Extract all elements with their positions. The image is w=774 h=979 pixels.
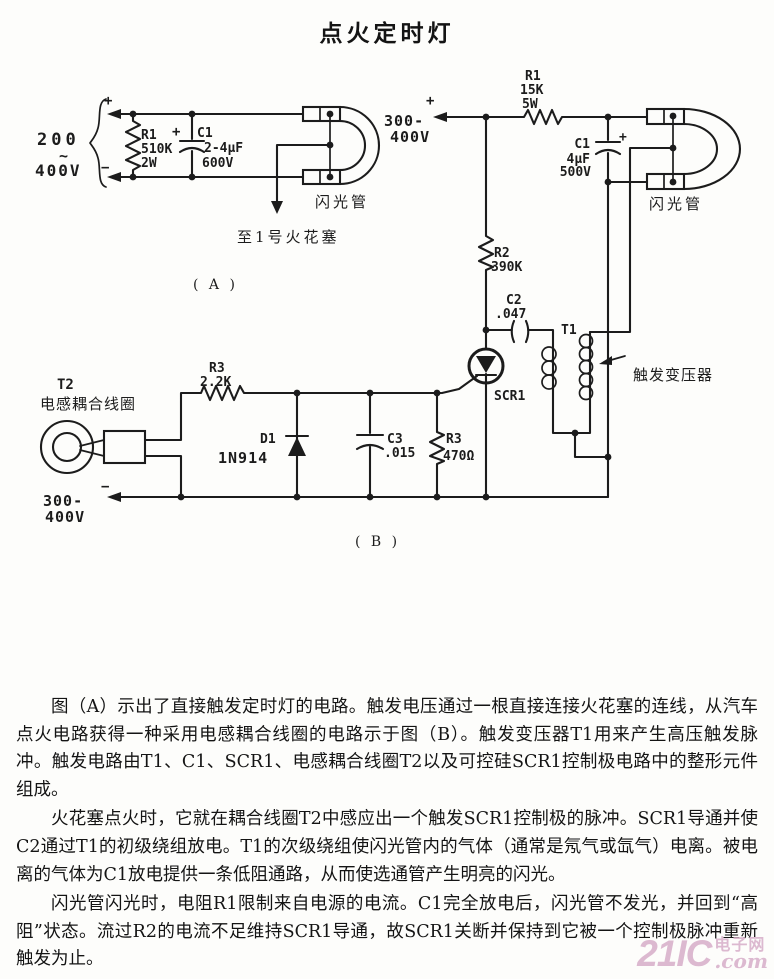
- t2-desc-label: 电感耦合线圈: [40, 395, 136, 413]
- electrode-bottom-a: [301, 168, 342, 186]
- trigger-wire-a: [275, 143, 332, 208]
- r2-value: 390K: [491, 260, 522, 275]
- r2-ref: R2: [494, 246, 510, 261]
- c1a-value: 2-4μF: [204, 141, 243, 156]
- resistor-r1-a: [124, 112, 142, 179]
- capacitor-c1-b: [594, 115, 622, 499]
- top-voltage-2: 400V: [390, 128, 430, 146]
- watermark-right-column: 电子网 .com: [714, 935, 768, 973]
- circuit-b: + 300- 400V R1 15K 5W C1 4μF 500V +: [39, 69, 741, 550]
- tube-inner-arc-a: [338, 119, 366, 172]
- scr1-symbol: [440, 328, 505, 499]
- arrow-trigger-transformer: [599, 356, 612, 365]
- r1a-power: 2W: [141, 156, 157, 171]
- voltage-max-a: 400V: [35, 161, 82, 180]
- figure-label-a: ( A ): [193, 277, 238, 293]
- t2-pickup-wires: [79, 439, 105, 457]
- diode-d1: [284, 391, 310, 499]
- flash-tube-b: [645, 107, 741, 191]
- top-voltage-1: 300-: [384, 112, 424, 130]
- capacitor-c2: [484, 319, 555, 347]
- electrode-top-b: [645, 107, 686, 126]
- capacitor-c3: [355, 391, 385, 499]
- r4-value: 470Ω: [443, 449, 474, 464]
- circuit-a: + 200 ~ 400V − R1 510K 2W + C1 2-4μF 600…: [35, 93, 381, 293]
- tube-outer-arc-b: [682, 107, 741, 191]
- watermark-brand: 21IC: [637, 933, 712, 974]
- r1b-power: 5W: [522, 97, 538, 112]
- c1b-plus: +: [619, 130, 627, 145]
- c1b-ref: C1: [574, 137, 590, 152]
- r4-ref: R3: [446, 432, 462, 447]
- c1a-ref: C1: [197, 126, 213, 141]
- c3-value: .015: [384, 446, 415, 461]
- arrow-left-top-a: [107, 109, 121, 119]
- spark-plug-label: 至1号火花塞: [237, 228, 340, 246]
- voltage-tilde-a: ~: [59, 147, 69, 165]
- arrow-left-bottom-b: [107, 492, 121, 502]
- trigger-transformer-label: 触发变压器: [633, 366, 713, 384]
- bottom-voltage-2: 400V: [45, 508, 85, 526]
- t2-label: T2: [57, 377, 74, 393]
- scr1-label: SCR1: [494, 389, 525, 404]
- schematic-figure: + 200 ~ 400V − R1 510K 2W + C1 2-4μF 600…: [35, 69, 741, 550]
- paragraph-3: 闪光管闪光时，电阻R1限制来自电源的电流。C1完全放电后，闪光管不发光，并回到“…: [16, 894, 758, 970]
- watermark-site-name: 电子网: [714, 935, 766, 954]
- t2-return-wire: [143, 454, 183, 499]
- r3-ref: R3: [209, 361, 225, 376]
- c2-ref: C2: [506, 293, 522, 308]
- r1a-ref: R1: [141, 128, 157, 143]
- minus-label-a: −: [101, 160, 109, 176]
- tube-inner-arc-b: [682, 122, 719, 176]
- minus-label-b: −: [101, 479, 109, 495]
- r1b-ref: R1: [525, 69, 541, 84]
- arrow-left-top-b: [433, 112, 447, 122]
- voltage-min-a: 200: [37, 130, 80, 150]
- figure-label-b: ( B ): [355, 534, 400, 550]
- flash-tube-label-a: 闪光管: [315, 193, 369, 211]
- c1b-value: 4μF: [567, 152, 591, 167]
- arrow-down-spark-plug: [271, 201, 283, 214]
- electrode-top-a: [301, 105, 342, 123]
- plus-label-b: +: [426, 93, 434, 109]
- c1b-voltage: 500V: [560, 165, 591, 180]
- capacitor-c1-a: [178, 112, 206, 179]
- electrode-bottom-b: [645, 172, 686, 191]
- watermark: 21IC 电子网 .com: [637, 933, 768, 974]
- r1a-value: 510K: [141, 142, 172, 157]
- flash-tube-label-b: 闪光管: [649, 195, 703, 213]
- c1a-plus: +: [172, 124, 180, 140]
- d1-value: 1N914: [218, 449, 268, 467]
- page-title: 点火定时灯: [319, 20, 455, 47]
- c3-ref: C3: [387, 432, 403, 447]
- wire-top-rail-b: [436, 108, 649, 126]
- wire-trigger-b: [588, 146, 675, 334]
- watermark-domain-suffix: .com: [714, 949, 768, 973]
- flash-tube-a: [301, 105, 381, 186]
- plus-label-a: +: [104, 93, 112, 109]
- transformer-t1: [541, 330, 610, 459]
- description-text: 图（A）示出了直接触发定时灯的电路。触发电压通过一根直接连接火花塞的连线，从汽车…: [16, 694, 758, 976]
- tube-outer-arc-a: [338, 105, 381, 186]
- bottom-voltage-1: 300-: [43, 492, 83, 510]
- c1a-voltage: 600V: [202, 156, 233, 171]
- resistor-r2: [477, 115, 495, 332]
- arrow-left-bottom-a: [107, 172, 121, 182]
- r3-value: 2.2K: [200, 375, 231, 390]
- r1b-value: 15K: [520, 83, 544, 98]
- paragraph-2: 火花塞点火时，它就在耦合线圈T2中感应出一个触发SCR1控制极的脉冲。SCR1导…: [16, 809, 758, 885]
- c2-value: .047: [495, 307, 526, 322]
- d1-ref: D1: [260, 432, 276, 447]
- scr1-gate-lead: [440, 374, 479, 395]
- coupling-coil-t2: [39, 419, 183, 499]
- paragraph-1: 图（A）示出了直接触发定时灯的电路。触发电压通过一根直接连接火花塞的连线，从汽车…: [16, 697, 758, 800]
- t2-connector-box: [102, 429, 147, 465]
- t1-label: T1: [561, 323, 577, 338]
- source-brace: [89, 98, 107, 188]
- resistor-r3-470: [428, 391, 446, 499]
- resistor-r3-gate-line: [143, 384, 443, 442]
